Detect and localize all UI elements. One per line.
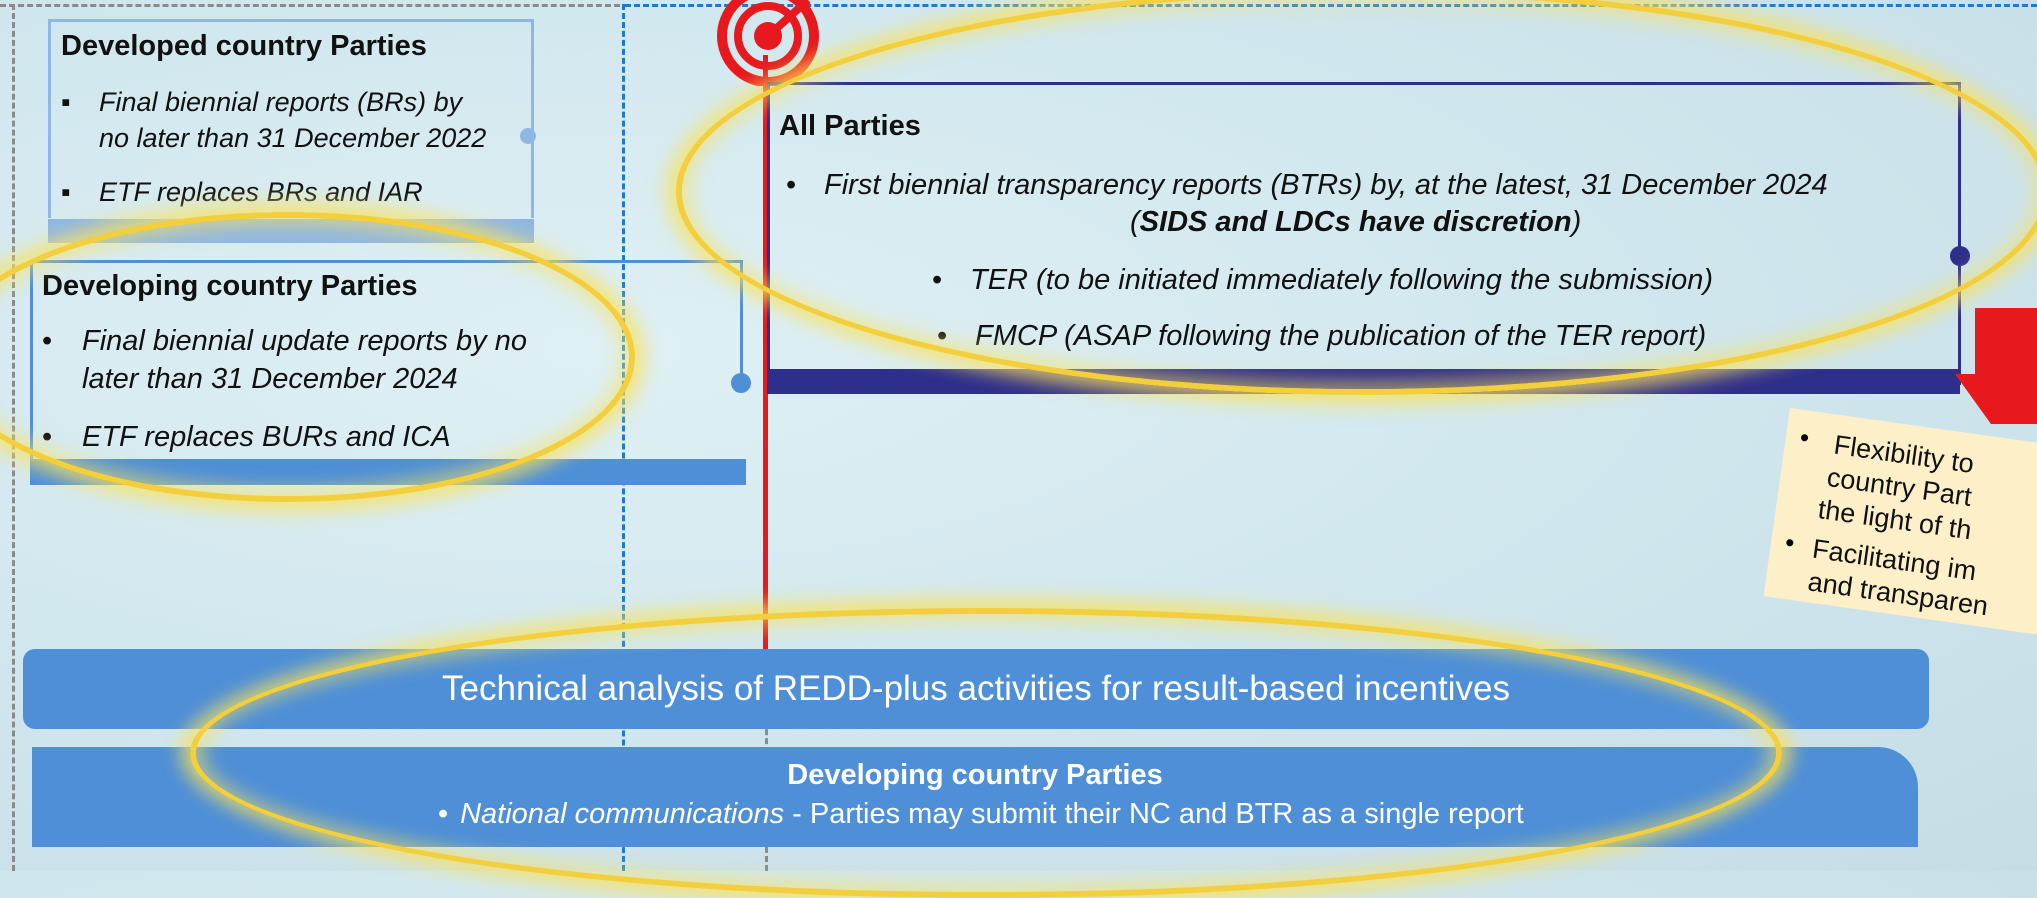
blue-dashed-line bbox=[622, 4, 625, 871]
btr-discretion: (SIDS and LDCs have discretion) bbox=[1130, 204, 1581, 240]
btr-paren-close: ) bbox=[1571, 206, 1582, 238]
top-dashed-border-grey bbox=[0, 4, 620, 7]
redd-analysis-bar: Technical analysis of REDD-plus activiti… bbox=[23, 649, 1929, 729]
ter-item: •TER (to be initiated immediately follow… bbox=[932, 264, 1714, 296]
developing-dot bbox=[731, 373, 751, 393]
nc-item-italic: National communications bbox=[460, 798, 785, 830]
developing-parties-box bbox=[30, 260, 743, 385]
developed-item-1-line1: Final biennial reports (BRs) by bbox=[99, 87, 463, 117]
left-dashed-line bbox=[12, 4, 15, 871]
btr-line: First biennial transparency reports (BTR… bbox=[824, 169, 1828, 201]
btr-item: •First biennial transparency reports (BT… bbox=[786, 169, 1828, 201]
developed-item-1: ▪Final biennial reports (BRs) by bbox=[61, 87, 463, 117]
flex-item-1: Flexibility to country Part the light of… bbox=[1816, 428, 1983, 548]
developing-item-1: •Final biennial update reports by no bbox=[42, 325, 527, 357]
developed-bar bbox=[48, 219, 534, 243]
developing-title: Developing country Parties bbox=[42, 270, 418, 302]
developing-item-1-cont: later than 31 December 2024 bbox=[82, 363, 458, 395]
nc-item: •National communications - Parties may s… bbox=[438, 798, 1524, 830]
nc-bar: Developing country Parties •National com… bbox=[32, 747, 1918, 847]
developing-bar bbox=[30, 459, 746, 485]
red-down-arrow-icon bbox=[1955, 308, 2037, 424]
flex-item-2-bullet: • bbox=[1783, 526, 1797, 558]
developed-item-2: ▪ETF replaces BRs and IAR bbox=[61, 177, 423, 207]
all-parties-title: All Parties bbox=[779, 110, 921, 142]
developing-item-2-text: ETF replaces BURs and ICA bbox=[82, 421, 451, 453]
top-dashed-border-blue bbox=[625, 4, 2037, 7]
all-parties-dot bbox=[1950, 246, 1970, 266]
fmcp-item: •FMCP (ASAP following the publication of… bbox=[937, 320, 1707, 352]
nc-item-rest: - Parties may submit their NC and BTR as… bbox=[784, 798, 1524, 830]
developing-item-1-line1: Final biennial update reports by no bbox=[82, 325, 527, 357]
flex-item-1-bullet: • bbox=[1798, 421, 1812, 453]
redd-analysis-label: Technical analysis of REDD-plus activiti… bbox=[442, 669, 1510, 708]
developing-left-edge bbox=[30, 260, 33, 460]
btr-discretion-bold: SIDS and LDCs have discretion bbox=[1139, 206, 1572, 238]
developed-item-2-text: ETF replaces BRs and IAR bbox=[99, 177, 423, 207]
target-icon bbox=[717, 0, 819, 86]
all-parties-bar bbox=[767, 369, 1960, 394]
nc-title: Developing country Parties bbox=[787, 759, 1163, 791]
developing-item-2: •ETF replaces BURs and ICA bbox=[42, 421, 451, 453]
all-parties-left-edge bbox=[767, 82, 770, 392]
deadline-red-line bbox=[763, 55, 768, 655]
developed-parties-box: Developed country Parties ▪Final biennia… bbox=[48, 19, 534, 218]
developed-title: Developed country Parties bbox=[61, 30, 427, 62]
developed-dot bbox=[520, 128, 536, 144]
developed-item-1-cont: no later than 31 December 2022 bbox=[99, 123, 487, 153]
flexibility-note: • Flexibility to country Part the light … bbox=[1763, 408, 2037, 643]
ter-text: TER (to be initiated immediately followi… bbox=[970, 264, 1714, 296]
all-parties-box bbox=[767, 82, 1961, 385]
fmcp-text: FMCP (ASAP following the publication of … bbox=[975, 320, 1707, 352]
btr-paren-open: ( bbox=[1130, 206, 1140, 238]
